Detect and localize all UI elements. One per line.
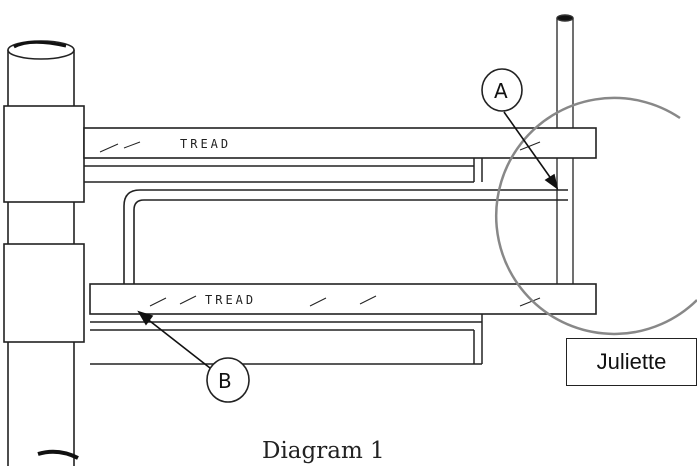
upper-tread-label: TREAD bbox=[180, 137, 231, 151]
lower-tread-frame bbox=[90, 314, 483, 365]
callout-b-letter: B bbox=[218, 369, 232, 393]
arrow-a bbox=[503, 111, 559, 190]
right-post bbox=[556, 14, 574, 313]
upper-tread bbox=[83, 127, 597, 159]
arrow-b bbox=[137, 310, 211, 369]
juliette-highlight-circle bbox=[494, 96, 697, 336]
lower-tread-label: TREAD bbox=[205, 293, 256, 307]
upper-tread-frame bbox=[84, 158, 483, 183]
callout-a-letter: A bbox=[494, 79, 508, 103]
diagram-caption: Diagram 1 bbox=[262, 438, 385, 464]
upper-pole-sleeve bbox=[3, 105, 85, 203]
lower-tread bbox=[89, 283, 597, 315]
juliette-label: Juliette bbox=[566, 338, 697, 386]
lower-pole-sleeve bbox=[3, 243, 85, 343]
callout-a: A bbox=[481, 68, 523, 112]
callout-b: B bbox=[206, 357, 250, 403]
